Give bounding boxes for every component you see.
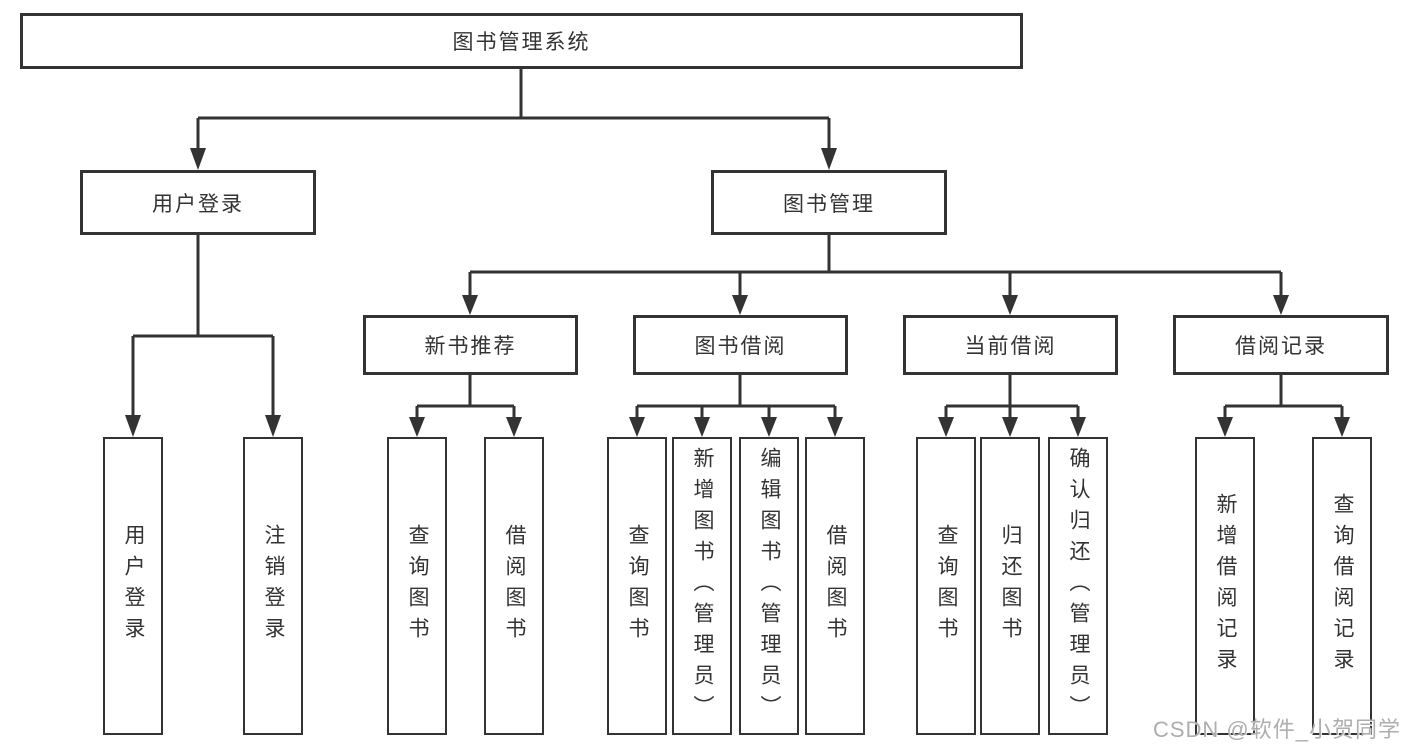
down-arrowhead-icon bbox=[1002, 417, 1018, 437]
csdn-watermark: CSDN @软件_小贺同学 bbox=[1152, 717, 1401, 742]
node-label: 查询图书 bbox=[935, 524, 959, 648]
node-label: 当前借阅 bbox=[964, 335, 1057, 358]
leaf-query-books-borrow: 查询图书 bbox=[607, 437, 667, 735]
down-arrowhead-icon bbox=[1334, 417, 1350, 437]
leaf-add-book-admin: 新增图书（管理员） bbox=[672, 437, 732, 735]
leaf-query-books-recommend: 查询图书 bbox=[387, 437, 447, 735]
node-label: 查询借阅记录 bbox=[1331, 493, 1355, 679]
node-borrow-records: 借阅记录 bbox=[1173, 315, 1389, 375]
down-arrowhead-icon bbox=[761, 417, 777, 437]
down-arrowhead-icon bbox=[190, 148, 206, 170]
node-label: 借阅图书 bbox=[503, 524, 527, 648]
leaf-user-login: 用户登录 bbox=[103, 437, 163, 735]
node-label: 注销登录 bbox=[262, 524, 286, 648]
node-label: 新增借阅记录 bbox=[1214, 493, 1238, 679]
leaf-edit-book-admin: 编辑图书（管理员） bbox=[739, 437, 799, 735]
leaf-borrow-books-recommend: 借阅图书 bbox=[484, 437, 544, 735]
leaf-add-borrow-record: 新增借阅记录 bbox=[1195, 437, 1255, 735]
node-label: 借阅图书 bbox=[824, 524, 848, 648]
down-arrowhead-icon bbox=[1002, 295, 1018, 315]
down-arrowhead-icon bbox=[409, 417, 425, 437]
down-arrowhead-icon bbox=[732, 295, 748, 315]
book-borrow-branch-connector bbox=[629, 375, 843, 437]
leaf-logout: 注销登录 bbox=[243, 437, 303, 735]
node-label: 确认归还（管理员） bbox=[1067, 446, 1091, 726]
node-label: 查询图书 bbox=[406, 524, 430, 648]
book-management-branch-connector bbox=[462, 235, 1289, 315]
leaf-query-borrow-record: 查询借阅记录 bbox=[1312, 437, 1372, 735]
node-label: 用户登录 bbox=[122, 524, 146, 648]
node-book-borrow: 图书借阅 bbox=[633, 315, 848, 375]
node-label: 图书管理 bbox=[783, 192, 875, 216]
down-arrowhead-icon bbox=[821, 148, 837, 170]
down-arrowhead-icon bbox=[1217, 417, 1233, 437]
leaf-query-books-current: 查询图书 bbox=[916, 437, 976, 735]
down-arrowhead-icon bbox=[1070, 417, 1086, 437]
down-arrowhead-icon bbox=[462, 295, 478, 315]
node-label: 新增图书（管理员） bbox=[691, 446, 715, 726]
leaf-borrow-books: 借阅图书 bbox=[805, 437, 865, 735]
node-label: 用户登录 bbox=[152, 192, 244, 216]
node-label: 图书借阅 bbox=[694, 335, 787, 358]
root-branch-connector bbox=[190, 68, 837, 170]
node-new-book-recommend: 新书推荐 bbox=[363, 315, 578, 375]
down-arrowhead-icon bbox=[694, 417, 710, 437]
node-label: 新书推荐 bbox=[424, 335, 517, 358]
node-label: 归还图书 bbox=[999, 524, 1023, 648]
current-borrow-branch-connector bbox=[938, 375, 1086, 437]
node-book-management: 图书管理 bbox=[711, 170, 947, 235]
borrow-records-branch-connector bbox=[1217, 375, 1350, 437]
down-arrowhead-icon bbox=[1273, 295, 1289, 315]
down-arrowhead-icon bbox=[125, 415, 141, 437]
down-arrowhead-icon bbox=[265, 415, 281, 437]
node-label: 编辑图书（管理员） bbox=[758, 446, 782, 726]
user-login-branch-connector bbox=[125, 235, 281, 437]
down-arrowhead-icon bbox=[827, 417, 843, 437]
node-current-borrow: 当前借阅 bbox=[903, 315, 1118, 375]
down-arrowhead-icon bbox=[629, 417, 645, 437]
node-library-system: 图书管理系统 bbox=[20, 13, 1023, 69]
new-book-recommend-branch-connector bbox=[409, 375, 522, 437]
leaf-confirm-return-admin: 确认归还（管理员） bbox=[1048, 437, 1108, 735]
node-label: 图书管理系统 bbox=[452, 31, 591, 54]
down-arrowhead-icon bbox=[506, 417, 522, 437]
node-user-login: 用户登录 bbox=[80, 170, 316, 235]
node-label: 借阅记录 bbox=[1235, 335, 1327, 358]
leaf-return-book: 归还图书 bbox=[980, 437, 1040, 735]
down-arrowhead-icon bbox=[938, 417, 954, 437]
node-label: 查询图书 bbox=[626, 524, 650, 648]
